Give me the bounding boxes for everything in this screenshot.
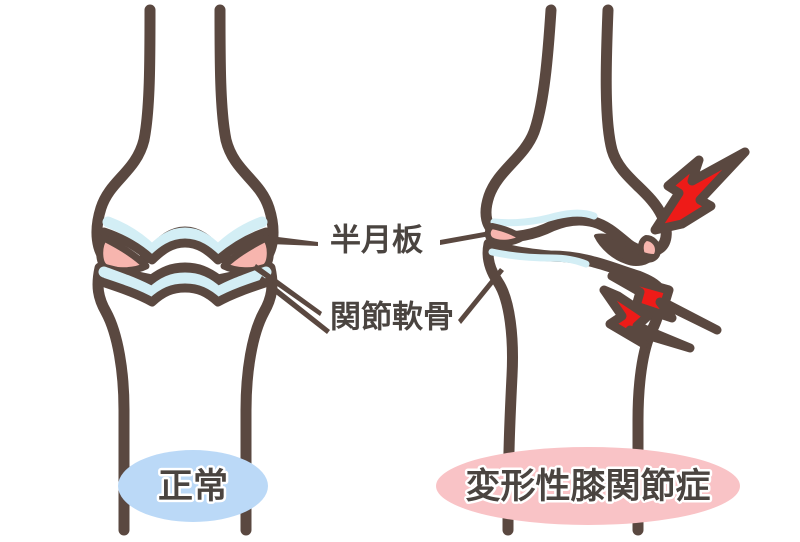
leader-line-meniscus-right xyxy=(440,231,490,245)
badge-normal-label: 正常 xyxy=(158,467,228,507)
leader-line-cartilage-right xyxy=(458,268,504,324)
pain-indicator-group xyxy=(599,147,750,353)
badge-normal-background xyxy=(118,450,268,522)
label-group: 半月板 関節軟骨 xyxy=(330,223,454,336)
leader-line-meniscus-left xyxy=(270,236,318,246)
oa-femur-bone xyxy=(480,4,672,257)
normal-femur-cartilage xyxy=(102,216,268,256)
leader-line-cartilage-left xyxy=(253,264,322,316)
normal-tibia-cartilage-outline xyxy=(97,277,273,307)
label-meniscus: 半月板 xyxy=(330,223,423,259)
pain-bolt-icon-lower-outer xyxy=(607,271,722,335)
badge-osteoarthritis: 変形性膝関節症 xyxy=(436,447,740,525)
pain-bolt-icon-lower-inner xyxy=(599,285,695,353)
badge-normal: 正常 xyxy=(118,450,268,522)
badge-osteoarthritis-label: 変形性膝関節症 xyxy=(465,466,710,507)
pain-bolt-icon-upper xyxy=(650,147,750,235)
oa-femur-cartilage xyxy=(490,209,598,227)
badge-osteoarthritis-background xyxy=(436,447,740,525)
leader-line-group xyxy=(253,231,504,334)
oa-bone-spur xyxy=(594,233,656,266)
normal-femur-cartilage-outline xyxy=(99,227,271,265)
normal-tibia-cartilage xyxy=(98,266,272,298)
label-articular-cartilage: 関節軟骨 xyxy=(330,300,454,336)
leader-line-cartilage-left-secondary xyxy=(259,276,330,334)
oa-tibia-cartilage xyxy=(488,248,590,268)
